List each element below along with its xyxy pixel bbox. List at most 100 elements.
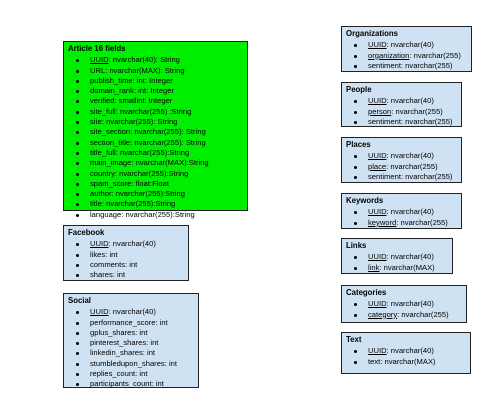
- table-places: Places UUID: nvarchar(40)place: nvarchar…: [341, 137, 462, 183]
- field-item: link: nvarchar(MAX): [346, 263, 447, 273]
- field-type: int: [129, 259, 138, 269]
- field-type: nvarchar(MAX):String: [135, 158, 209, 168]
- field-list-organizations: UUID: nvarchar(40)organization: nvarchar…: [346, 40, 466, 71]
- table-title-social: Social: [68, 296, 91, 305]
- field-name: text: [368, 356, 381, 366]
- field-item: UUID: nvarchar(40): [346, 40, 466, 50]
- field-item: shares: int: [68, 270, 183, 280]
- field-item: sentiment: nvarchar(255): [346, 172, 456, 182]
- field-item: verified: smallint: Integer: [68, 96, 242, 106]
- field-name: site: [90, 117, 102, 127]
- field-name: category: [368, 309, 398, 319]
- field-type: nvarchar(40): [390, 40, 434, 50]
- field-type: nvarchar(40): String: [112, 55, 180, 65]
- field-item: likes: int: [68, 250, 183, 260]
- field-list-categories: UUID: nvarchar(40)category: nvarchar(255…: [346, 299, 461, 320]
- field-name: performance_score: [90, 317, 156, 327]
- field-name: sentiment: [368, 116, 401, 126]
- field-type: nvarchar(MAX): String: [109, 65, 185, 75]
- table-title-places: Places: [346, 140, 371, 149]
- field-type: nvarchar(255): [405, 116, 453, 126]
- field-type: int: [117, 270, 126, 280]
- field-item: UUID: nvarchar(40): [346, 151, 456, 161]
- field-name: place: [368, 161, 387, 171]
- field-name: person: [368, 106, 392, 116]
- field-type: nvarchar(255) :String: [119, 106, 192, 116]
- field-name: UUID: [368, 151, 387, 161]
- field-type: nvarchar(40): [112, 307, 156, 317]
- field-list-social: UUID: nvarchar(40)performance_score: int…: [68, 307, 193, 389]
- field-type: nvarchar(255): [400, 217, 448, 227]
- field-item: UUID: nvarchar(40): [346, 346, 465, 356]
- field-type: nvarchar(40): [390, 299, 434, 309]
- field-item: linkedin_shares: int: [68, 348, 193, 358]
- table-people: People UUID: nvarchar(40)person: nvarcha…: [341, 82, 462, 127]
- field-name: UUID: [368, 40, 387, 50]
- field-item: domain_rank: int: Integer: [68, 86, 242, 96]
- field-name: participants_count: [90, 379, 152, 389]
- field-name: comments: [90, 259, 126, 269]
- field-name: linkedin_shares: [90, 348, 143, 358]
- field-type: int: [139, 369, 148, 379]
- field-name: UUID: [368, 346, 387, 356]
- field-type: nvarchar(255):String: [115, 189, 186, 199]
- field-type: nvarchar(255): String: [134, 137, 206, 147]
- field-type: nvarchar(255):String: [125, 209, 195, 219]
- field-item: site: nvarchar(255): String: [68, 117, 242, 127]
- field-item: title_full: nvarchar(255):String: [68, 148, 242, 158]
- field-item: main_image: nvarchar(MAX):String: [68, 158, 242, 168]
- field-name: publish_time: [90, 75, 133, 85]
- field-item: text: nvarchar(MAX): [346, 357, 465, 367]
- field-type: nvarchar(40): [390, 346, 434, 356]
- field-type: int: [168, 358, 177, 368]
- field-name: title_full: [90, 147, 116, 157]
- field-item: publish_time: int: Integer: [68, 76, 242, 86]
- field-type: nvarchar(40): [390, 151, 434, 161]
- field-type: int: [150, 338, 159, 348]
- field-item: sentiment: nvarchar(255): [346, 61, 466, 71]
- field-type: nvarchar(255): [395, 106, 443, 116]
- field-item: participants_count: int: [68, 379, 193, 389]
- field-type: nvarchar(255):String: [119, 168, 189, 178]
- table-links: Links UUID: nvarchar(40)link: nvarchar(M…: [341, 238, 453, 274]
- field-item: category: nvarchar(255): [346, 310, 461, 320]
- field-name: UUID: [90, 307, 109, 317]
- field-type: nvarchar(MAX): [384, 356, 436, 366]
- field-type: nvarchar(40): [390, 96, 434, 106]
- field-type: int: Integer: [136, 75, 173, 85]
- field-name: UUID: [368, 299, 387, 309]
- field-item: replies_count: int: [68, 369, 193, 379]
- table-categories: Categories UUID: nvarchar(40)category: n…: [341, 285, 467, 323]
- field-name: main_image: [90, 158, 132, 168]
- field-item: country: nvarchar(255):String: [68, 169, 242, 179]
- field-item: person: nvarchar(255): [346, 107, 456, 117]
- field-name: replies_count: [90, 369, 136, 379]
- field-type: nvarchar(255): [413, 50, 461, 60]
- field-item: organization: nvarchar(255): [346, 51, 466, 61]
- field-type: nvarchar(255): [405, 171, 453, 181]
- field-item: UUID: nvarchar(40): [346, 252, 447, 262]
- field-type: smallint: Integer: [118, 96, 173, 106]
- field-type: nvarchar(255): [401, 309, 449, 319]
- field-name: likes: [90, 249, 106, 259]
- field-item: language: nvarchar(255):String: [68, 210, 242, 220]
- field-item: performance_score: int: [68, 318, 193, 328]
- table-text: Text UUID: nvarchar(40)text: nvarchar(MA…: [341, 332, 471, 374]
- field-item: UUID: nvarchar(40): [68, 307, 193, 317]
- table-title-article: Article 16 fields: [68, 44, 126, 53]
- field-name: URL: [90, 65, 106, 75]
- field-type: nvarchar(255): String: [134, 127, 206, 137]
- field-item: comments: int: [68, 260, 183, 270]
- field-item: UUID: nvarchar(40): [68, 239, 183, 249]
- field-list-text: UUID: nvarchar(40)text: nvarchar(MAX): [346, 346, 465, 367]
- field-item: title: nvarchar(255):String: [68, 199, 242, 209]
- field-item: sentiment: nvarchar(255): [346, 117, 456, 127]
- field-type: float:Float: [135, 178, 169, 188]
- field-name: country: [90, 168, 115, 178]
- table-title-links: Links: [346, 241, 367, 250]
- field-type: nvarchar(255): [405, 60, 453, 70]
- field-name: keyword: [368, 217, 397, 227]
